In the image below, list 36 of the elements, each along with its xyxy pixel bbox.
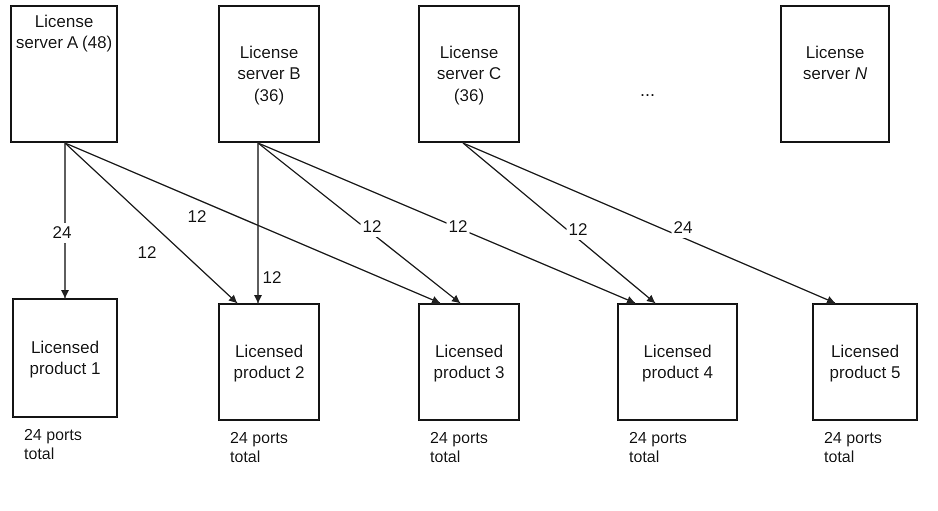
- arrow: [61, 143, 69, 298]
- arrow: [254, 143, 262, 303]
- node-caption: 24 ports total: [24, 426, 83, 464]
- node-label: Licensed product 1: [28, 336, 102, 380]
- arrow: [64, 142, 238, 304]
- server-box: [10, 5, 118, 143]
- node-label: Licensed product 2: [232, 340, 306, 384]
- edge-label: 24: [50, 223, 74, 243]
- arrow: [462, 142, 836, 304]
- node-caption: 24 ports total: [430, 429, 489, 468]
- node-caption: 24 ports total: [629, 429, 688, 468]
- ellipsis-label: ...: [640, 80, 656, 101]
- server-box: [418, 5, 520, 143]
- node-label: License server N: [802, 42, 868, 84]
- edge-label: 24: [672, 218, 694, 238]
- node-label: Licensed product 4: [641, 340, 714, 384]
- edge-label: 12: [566, 220, 590, 240]
- arrow: [258, 142, 460, 304]
- node-label: License server A (48): [14, 11, 114, 54]
- server-box: [218, 5, 320, 143]
- arrow: [258, 142, 636, 304]
- node-label: License server C (36): [436, 42, 502, 106]
- node-label: Licensed product 5: [828, 340, 902, 384]
- arrow: [64, 142, 440, 304]
- node-caption: 24 ports total: [824, 429, 883, 468]
- node-label: License server B (36): [236, 42, 302, 106]
- node-caption: 24 ports total: [230, 429, 289, 468]
- server-box: [780, 5, 890, 143]
- node-label: Licensed product 3: [432, 340, 506, 384]
- arrow: [462, 142, 656, 304]
- product-box: [218, 303, 320, 421]
- product-box: [418, 303, 520, 421]
- product-box: [617, 303, 738, 421]
- product-box: [812, 303, 918, 421]
- edge-label: 12: [360, 217, 384, 237]
- product-box: [12, 298, 118, 418]
